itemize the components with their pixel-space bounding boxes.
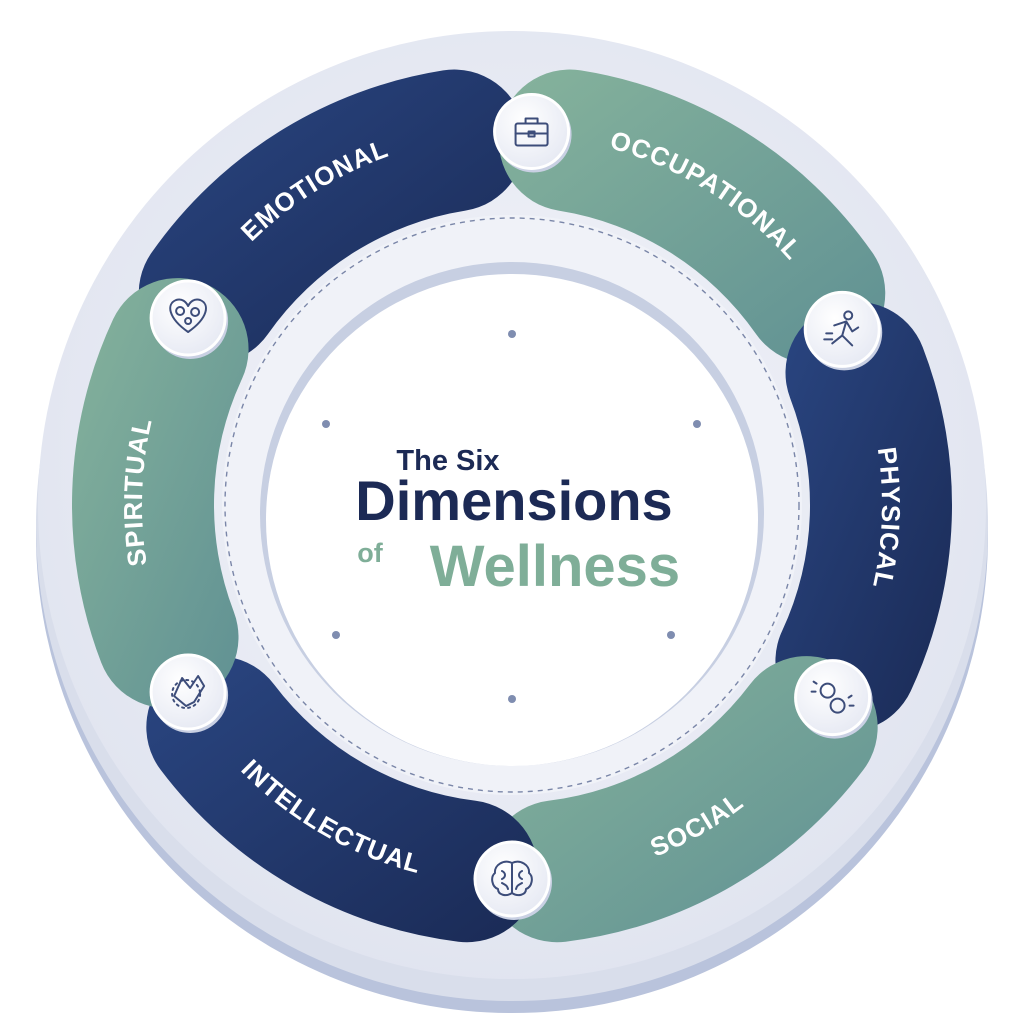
center-dot <box>322 420 330 428</box>
segment-social <box>485 656 878 943</box>
dashed-orbit <box>224 217 800 793</box>
heart-faces-icon <box>169 298 207 333</box>
badge-occupational <box>493 93 572 173</box>
title-of: of <box>357 538 383 568</box>
title-line-2: Dimensions <box>355 469 672 532</box>
title-line-3: Wellness <box>430 534 680 599</box>
running-person-icon <box>823 310 860 347</box>
diagram-title: The Six Dimensions of Wellness <box>355 445 680 599</box>
badge-physical <box>803 290 883 371</box>
icon-badges <box>149 93 883 920</box>
center-dot <box>667 631 675 639</box>
segment-physical <box>775 301 952 732</box>
brain-icon <box>491 860 533 897</box>
center-disc <box>266 274 758 766</box>
badge-social <box>794 659 873 739</box>
people-icon <box>810 680 855 714</box>
title-line-1: The Six <box>396 445 499 477</box>
center-dot <box>332 631 340 639</box>
segment-occupational <box>498 69 886 365</box>
briefcase-icon <box>514 117 549 147</box>
center-dots <box>322 330 701 703</box>
segment-emotional <box>138 69 526 365</box>
badge-spiritual <box>149 653 229 733</box>
badge-intellectual <box>473 840 552 920</box>
badge-emotional <box>149 279 229 359</box>
center-dot <box>508 695 516 703</box>
center-dot <box>508 330 516 338</box>
center-dot <box>693 420 701 428</box>
praying-hands-icon <box>171 675 206 709</box>
segment-spiritual <box>72 278 249 709</box>
segment-intellectual <box>146 656 539 943</box>
